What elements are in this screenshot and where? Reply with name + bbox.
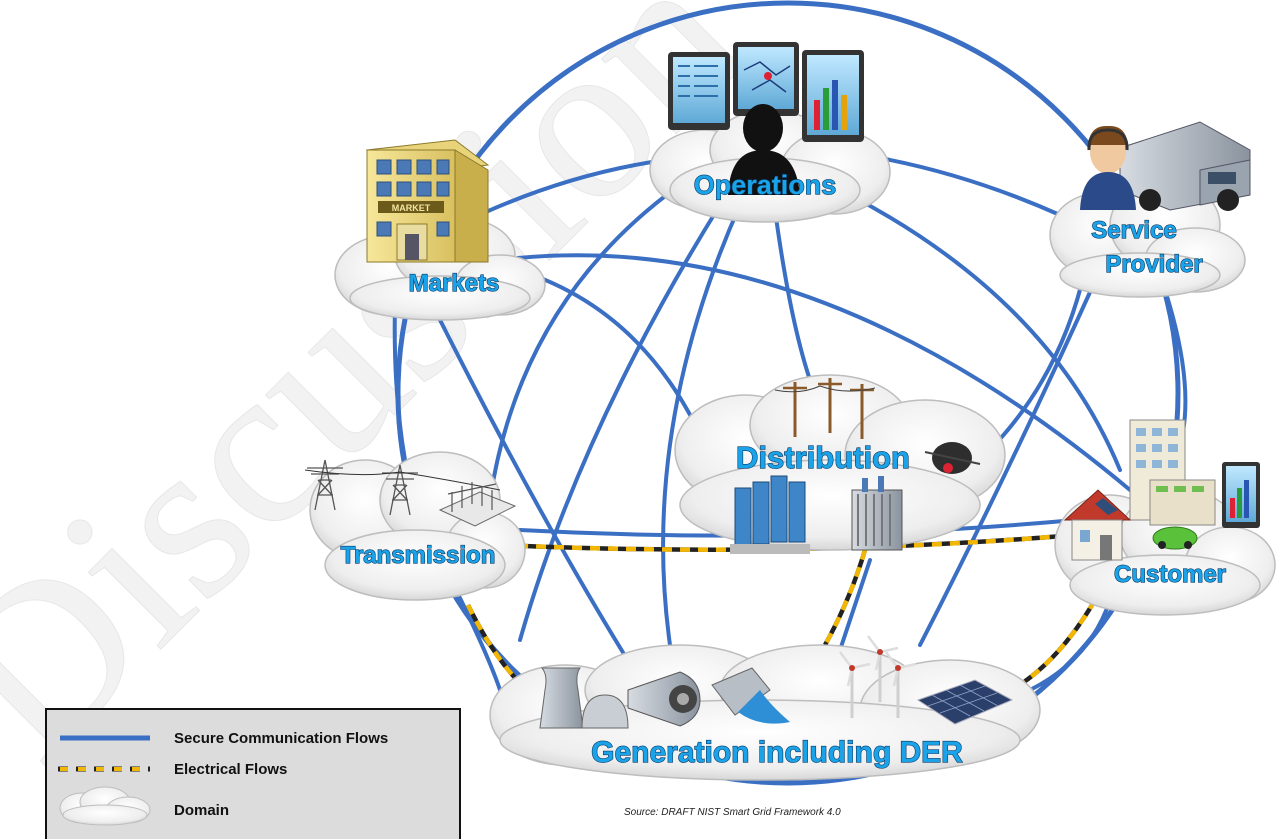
utility-poles-icon	[774, 376, 876, 441]
transmission-towers-icon	[304, 459, 501, 516]
legend-label-electrical: Electrical Flows	[174, 761, 287, 778]
market-sign: MARKET	[392, 203, 431, 213]
domain-label-service-provider-line1: Service	[1091, 217, 1176, 244]
hydro-dam-icon	[711, 667, 790, 724]
domain-label-service-provider-line2: Provider	[1105, 251, 1202, 278]
sensor-device-icon	[924, 442, 981, 474]
substation-icon	[438, 482, 517, 527]
nuclear-plant-icon	[539, 667, 629, 729]
gas-turbine-icon	[627, 671, 701, 727]
operator-silhouette-icon	[728, 104, 800, 195]
operations-monitors-icon	[668, 42, 864, 142]
domain-label-customer: Customer	[1114, 561, 1226, 588]
transformer-icon	[851, 476, 903, 551]
legend-domain-cloud-icon	[59, 786, 151, 826]
house-solar-icon	[1063, 489, 1132, 561]
market-building-icon: MARKET	[365, 139, 490, 263]
service-truck-icon	[1119, 121, 1251, 211]
source-caption: Source: DRAFT NIST Smart Grid Framework …	[624, 807, 841, 818]
apartment-building-icon	[1129, 419, 1216, 526]
energy-monitor-icon	[1222, 462, 1260, 528]
domain-label-markets: Markets	[409, 270, 500, 297]
legend-label-domain: Domain	[174, 802, 229, 819]
domain-label-transmission: Transmission	[341, 542, 496, 569]
domain-label-generation: Generation including DER	[591, 736, 963, 769]
legend: Secure Communication Flows Electrical Fl…	[45, 708, 461, 839]
legend-label-communication: Secure Communication Flows	[174, 730, 388, 747]
data-center-icon	[730, 475, 810, 554]
domain-label-distribution: Distribution	[736, 440, 910, 475]
solar-panels-icon	[916, 679, 1014, 725]
service-agent-icon	[1080, 125, 1136, 210]
domain-label-operations: Operations	[694, 170, 837, 200]
electric-car-icon	[1152, 526, 1198, 550]
